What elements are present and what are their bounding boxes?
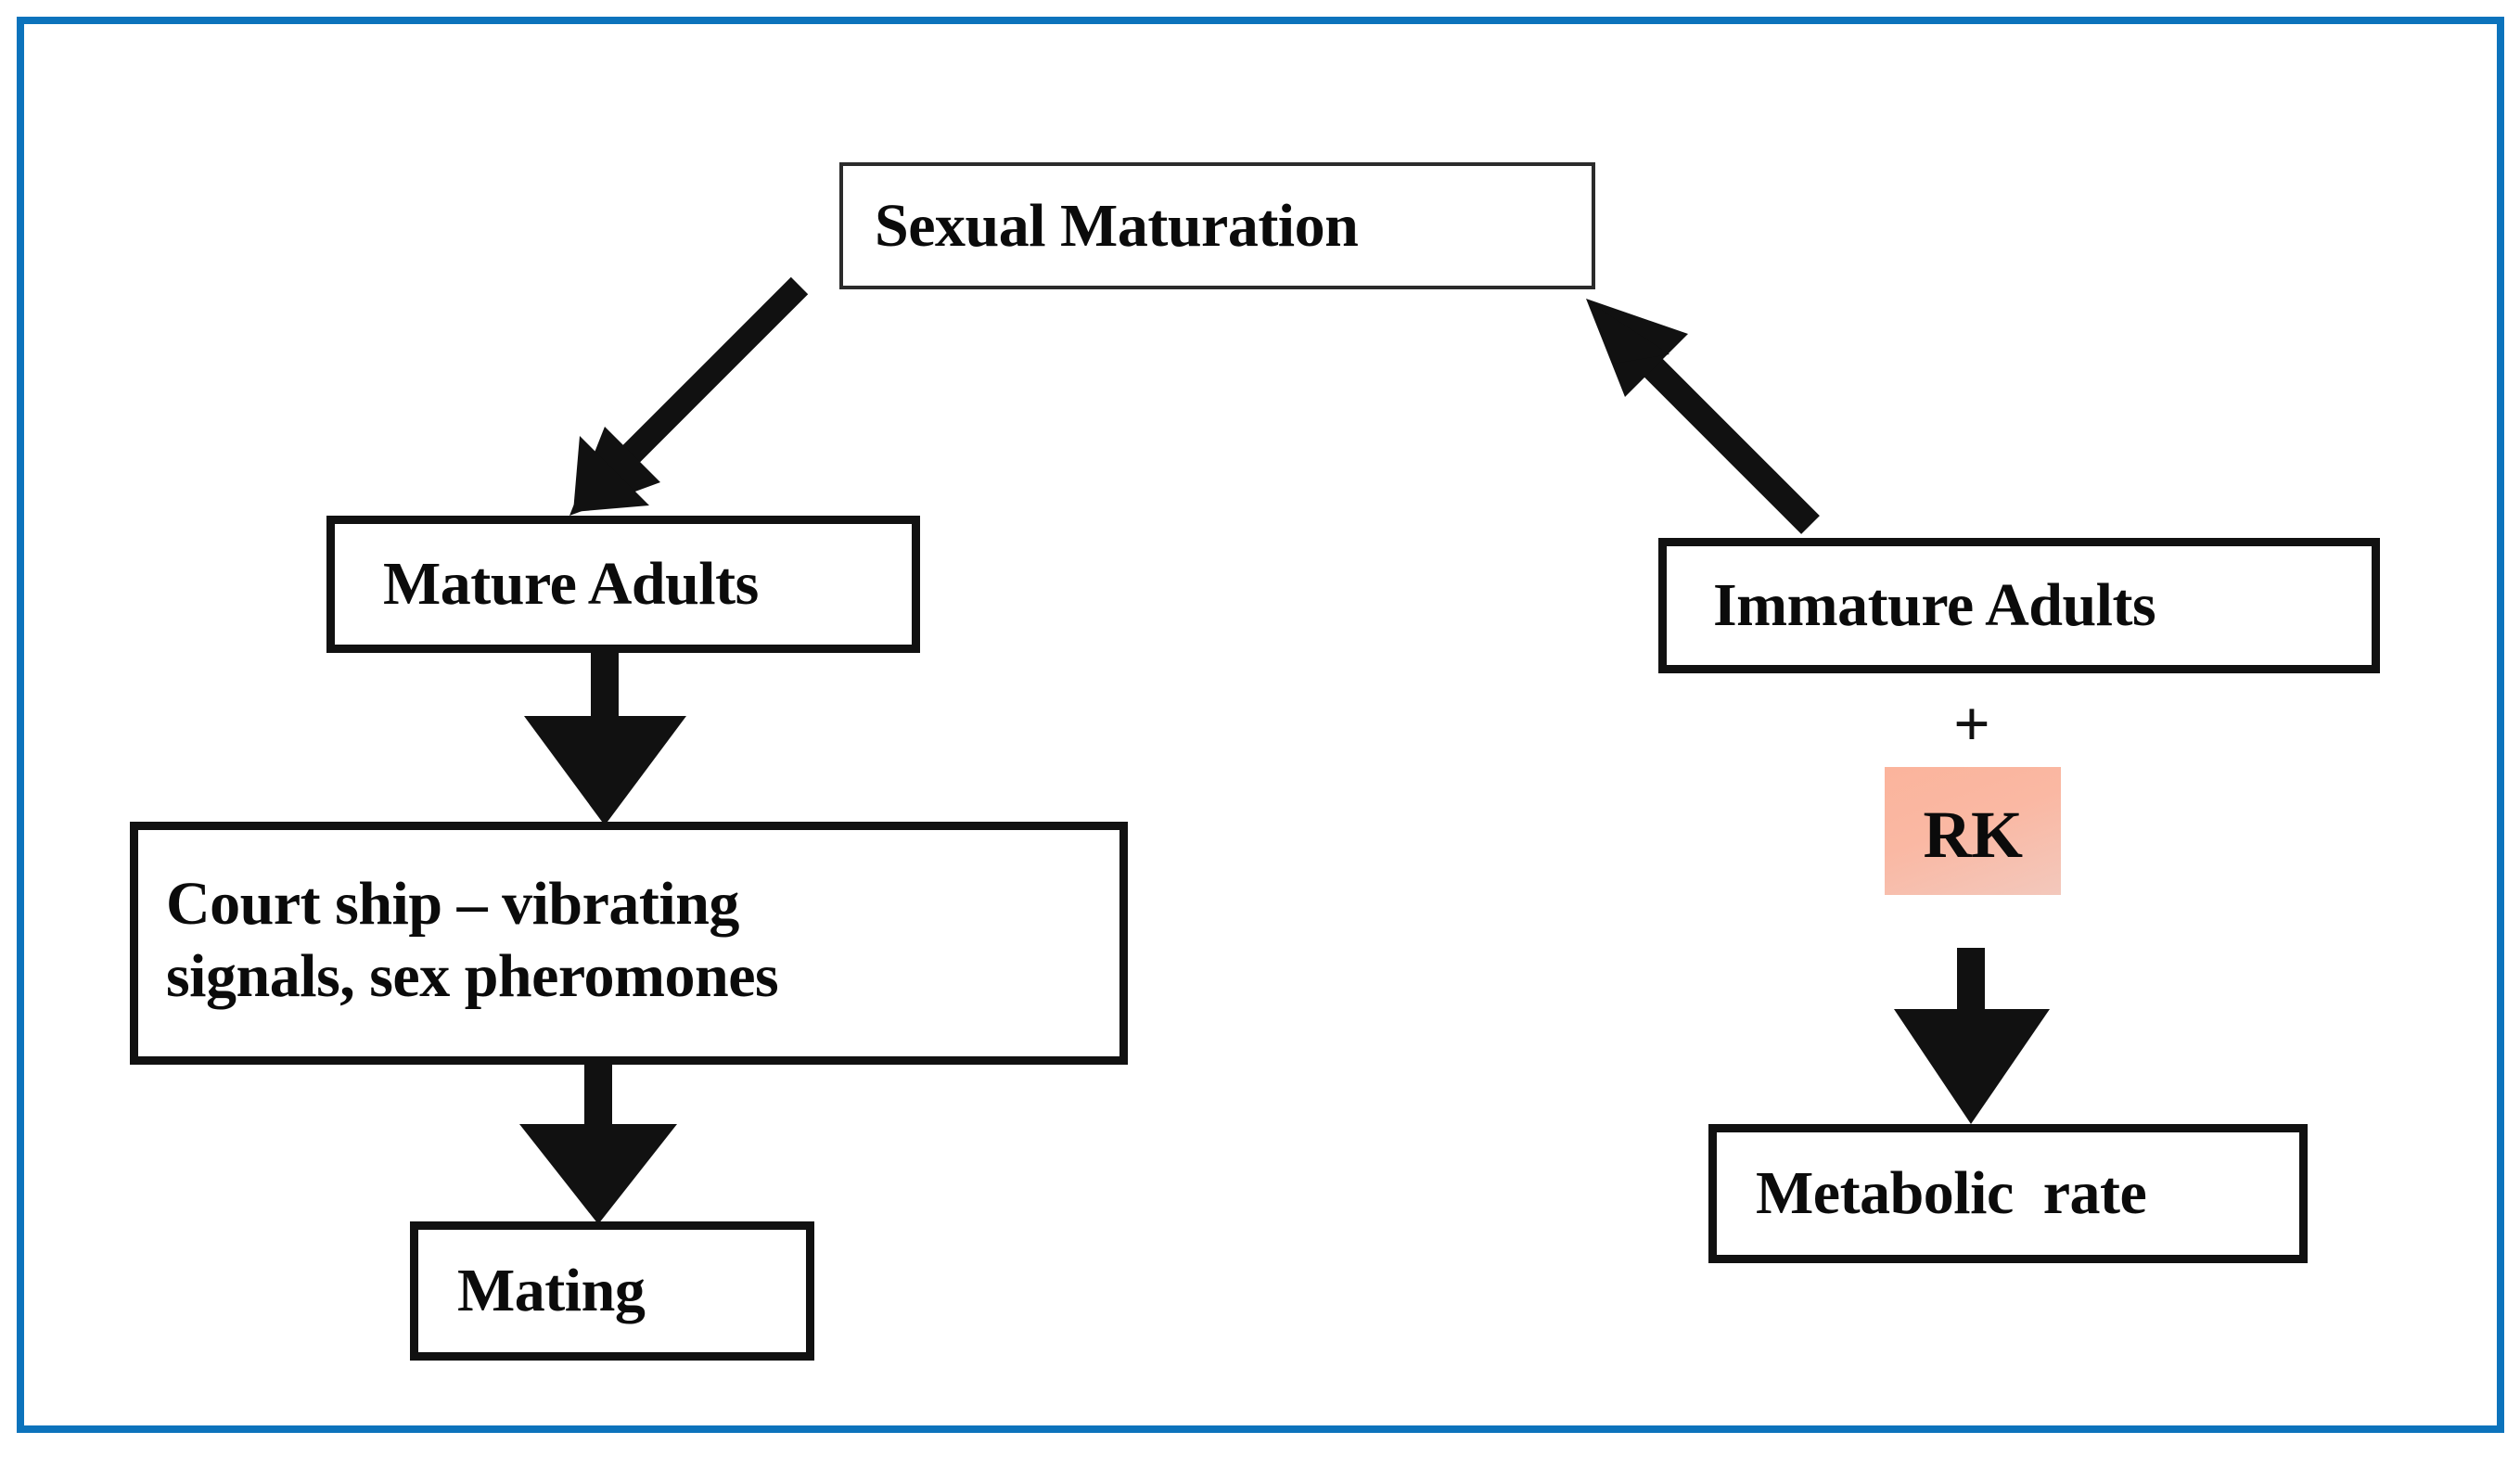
node-mating[interactable]: Mating bbox=[410, 1221, 814, 1361]
node-rk-label: RK bbox=[1923, 797, 2024, 872]
node-courtship[interactable]: Court ship – vibrating signals, sex pher… bbox=[130, 822, 1128, 1065]
node-sexual-maturation[interactable]: Sexual Maturation bbox=[839, 162, 1595, 289]
plus-sign: + bbox=[1929, 686, 2015, 764]
node-rk-highlight[interactable]: RK bbox=[1885, 767, 2061, 895]
node-mating-label: Mating bbox=[457, 1257, 646, 1325]
node-immature-adults[interactable]: Immature Adults bbox=[1658, 538, 2380, 673]
plus-sign-label: + bbox=[1953, 689, 1990, 760]
node-sexual-maturation-label: Sexual Maturation bbox=[875, 191, 1359, 260]
node-immature-adults-label: Immature Adults bbox=[1713, 571, 2156, 640]
node-mature-adults[interactable]: Mature Adults bbox=[326, 516, 920, 653]
node-metabolic-rate[interactable]: Metabolic rate bbox=[1708, 1124, 2308, 1263]
node-metabolic-rate-label: Metabolic rate bbox=[1756, 1159, 2147, 1228]
node-mature-adults-label: Mature Adults bbox=[383, 550, 759, 619]
node-courtship-label: Court ship – vibrating signals, sex pher… bbox=[166, 870, 779, 1010]
